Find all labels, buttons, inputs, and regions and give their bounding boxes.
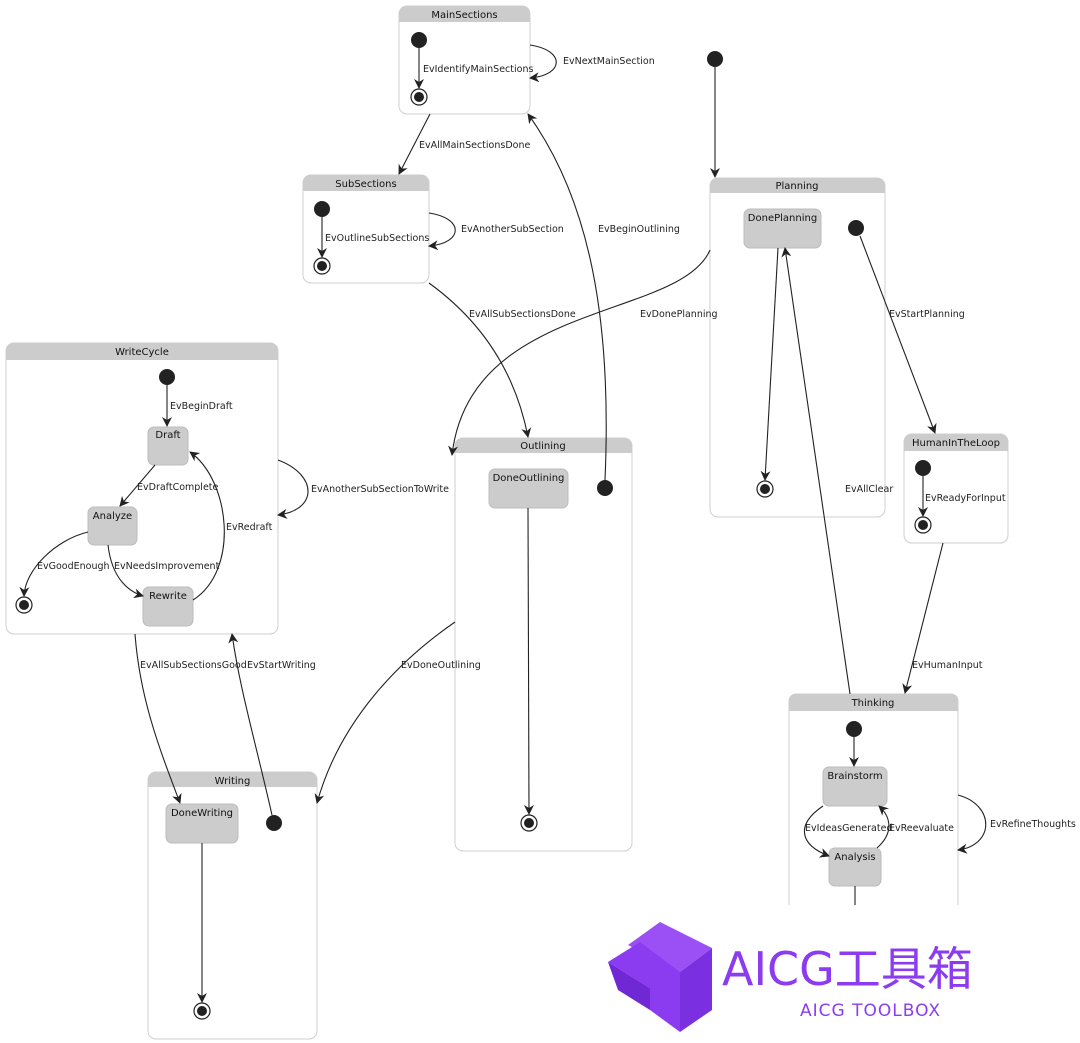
final-node xyxy=(193,1002,211,1020)
event-label: EvAnotherSubSectionToWrite xyxy=(311,484,449,495)
svg-text:Rewrite: Rewrite xyxy=(149,591,187,602)
event-label: EvIdeasGenerated xyxy=(805,823,892,834)
initial-node xyxy=(848,220,864,236)
initial-node xyxy=(597,480,613,496)
state-write-cycle: WriteCycle xyxy=(5,342,279,635)
event-label: EvAllSubSectionsGood xyxy=(140,660,247,671)
substate-draft: Draft xyxy=(147,426,189,466)
event-label: EvRefineThoughts xyxy=(990,819,1076,830)
final-node xyxy=(410,88,428,106)
state-title: Writing xyxy=(215,776,251,787)
event-label: EvReevaluate xyxy=(889,823,954,834)
svg-text:Brainstorm: Brainstorm xyxy=(827,771,882,782)
final-node xyxy=(756,480,774,498)
transitions xyxy=(19,44,987,1003)
final-node xyxy=(15,596,33,614)
svg-text:DonePlanning: DonePlanning xyxy=(748,213,817,224)
event-label: EvDoneOutlining xyxy=(401,660,481,671)
state-outlining: Outlining xyxy=(454,437,633,852)
initial-node xyxy=(411,32,427,48)
initial-node xyxy=(159,369,175,385)
svg-text:Analyze: Analyze xyxy=(93,511,132,522)
event-label: EvAllSubSectionsDone xyxy=(469,309,576,320)
watermark: AICG工具箱 AICG TOOLBOX xyxy=(608,922,973,1032)
substate-analyze: Analyze xyxy=(87,506,138,546)
substate-done-writing: DoneWriting xyxy=(165,803,239,844)
state-planning: Planning xyxy=(709,177,886,518)
state-main-sections: MainSections xyxy=(398,5,531,115)
substate-done-outlining: DoneOutlining xyxy=(488,468,569,509)
event-label: EvHumanInput xyxy=(912,660,983,671)
event-label: EvDonePlanning xyxy=(640,309,718,320)
state-title: WriteCycle xyxy=(115,347,169,358)
state-title: Planning xyxy=(775,181,818,192)
initial-node xyxy=(314,201,330,217)
event-label: EvIdentifyMainSections xyxy=(423,64,533,75)
event-label: EvBeginDraft xyxy=(170,401,233,412)
event-label: EvStartWriting xyxy=(247,660,316,671)
svg-text:DoneWriting: DoneWriting xyxy=(171,808,233,819)
event-label: EvStartPlanning xyxy=(889,309,965,320)
state-human-in-the-loop: HumanInTheLoop xyxy=(903,433,1009,544)
event-label: EvGoodEnough xyxy=(37,561,110,572)
event-label: EvRedraft xyxy=(226,522,273,533)
event-label: EvAnotherSubSection xyxy=(461,224,564,235)
watermark-subtitle: AICG TOOLBOX xyxy=(800,1001,941,1021)
event-label: EvNextMainSection xyxy=(563,56,655,67)
svg-text:DoneOutlining: DoneOutlining xyxy=(493,473,565,484)
initial-node xyxy=(915,460,931,476)
event-label: EvNeedsImprovement xyxy=(114,561,220,572)
substate-analysis: Analysis xyxy=(828,847,882,887)
state-title: HumanInTheLoop xyxy=(912,438,1000,449)
substate-done-planning: DonePlanning xyxy=(743,208,822,249)
event-label: EvDraftComplete xyxy=(137,482,219,493)
aicg-logo xyxy=(608,922,712,1032)
state-title: MainSections xyxy=(431,10,497,21)
state-title: Thinking xyxy=(851,698,895,709)
event-label: EvAllMainSectionsDone xyxy=(419,140,530,151)
event-label: EvAllClear xyxy=(845,484,893,495)
final-node xyxy=(313,257,331,275)
initial-node xyxy=(266,815,282,831)
final-node xyxy=(520,814,538,832)
svg-text:Analysis: Analysis xyxy=(834,852,875,863)
svg-text:Draft: Draft xyxy=(155,430,180,441)
initial-node xyxy=(846,721,862,737)
final-node xyxy=(914,516,932,534)
initial-node xyxy=(707,51,723,67)
substate-brainstorm: Brainstorm xyxy=(822,766,888,807)
state-title: SubSections xyxy=(335,179,396,190)
event-label: EvReadyForInput xyxy=(925,493,1006,504)
state-title: Outlining xyxy=(520,441,566,452)
event-label: EvOutlineSubSections xyxy=(325,233,429,244)
watermark-title: AICG工具箱 xyxy=(722,942,973,996)
substate-rewrite: Rewrite xyxy=(142,586,194,627)
transition-labels: EvIdentifyMainSections EvNextMainSection… xyxy=(37,56,1076,834)
event-label: EvBeginOutlining xyxy=(598,224,680,235)
state-sub-sections: SubSections xyxy=(302,174,430,284)
